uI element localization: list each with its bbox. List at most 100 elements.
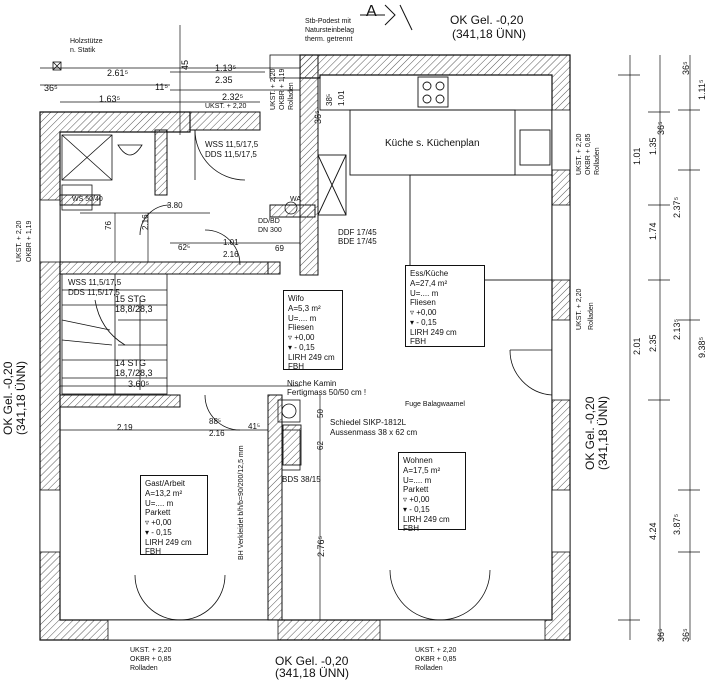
- wa-label: WA: [290, 196, 302, 203]
- dn300-label: DN 300: [258, 227, 282, 234]
- dim-360: 3.60⁵: [128, 379, 150, 389]
- dim-219: 2.19: [117, 423, 133, 432]
- bds-label: BDS 38/15: [282, 475, 321, 484]
- dim-69: 69: [275, 244, 284, 253]
- room-floor: Fliesen: [410, 298, 436, 308]
- schiedel-label-2: Aussenmass 38 x 62 cm: [330, 428, 418, 437]
- dim-41: 41⁵: [248, 422, 261, 431]
- ukst-top-r2: OKBR + 1,19: [279, 68, 286, 110]
- window-openings: [39, 54, 571, 641]
- dim-276: 2.76⁵: [316, 535, 326, 557]
- room-area: A=5,3 m²: [288, 303, 321, 313]
- r-dim-237: 2.37⁵: [672, 196, 682, 218]
- ok-left-2: (341,18 ÜNN): [14, 360, 28, 435]
- dim-216a: 2.16: [141, 214, 150, 230]
- ok-right-2: (341,18 ÜNN): [596, 395, 610, 470]
- dim-62: 62⁵: [178, 243, 191, 252]
- podest-label-2: Natursteinbelag: [305, 27, 355, 34]
- wss-label-2: WSS 11,5/17,5: [68, 278, 122, 287]
- stg15-label: 15 STG: [115, 294, 147, 304]
- dim-88: 88⁵: [209, 417, 222, 426]
- r-dim-213: 2.13⁵: [672, 318, 682, 340]
- stg14-label: 14 STG: [115, 358, 147, 368]
- dds-label-1: DDS 11,5/17,5: [205, 150, 257, 159]
- dim-76: 76: [104, 221, 113, 230]
- room-area: A=27,4 m²: [410, 278, 448, 288]
- room-area: A=13,2 m²: [145, 488, 183, 498]
- room-stamp-wohnen: Wohnen A=17,5 m² U=.... m Parkett ▿ +0,0…: [398, 452, 466, 533]
- dds-label-2: DDS 11,5/17,5: [68, 288, 120, 297]
- dim-62b: 62: [316, 441, 325, 450]
- room-perimeter: U=.... m: [145, 498, 174, 508]
- okbr-bottom-right: OKBR + 0,85: [415, 656, 457, 663]
- dim-261: 2.61⁵: [107, 68, 129, 78]
- stg15-dim-label: 18,8/28,3: [115, 304, 153, 314]
- roll-bottom-left: Rolladen: [130, 665, 158, 672]
- dim-101: 1.01: [223, 238, 239, 247]
- room-name: Wohnen: [403, 456, 433, 465]
- holzstuetze-label: Holzstütze: [70, 38, 103, 45]
- r-dim-36b: 36⁵: [656, 121, 666, 135]
- room-level-top: ▿ +0,00: [410, 308, 437, 317]
- nische-label-1: Nische Kamin: [287, 379, 337, 388]
- dim-113: 1.13⁵: [215, 63, 237, 73]
- ukst-bottom-right: UKST. + 2,20: [415, 647, 457, 654]
- room-perimeter: U=.... m: [288, 313, 317, 323]
- room-stamp-ess-kueche: Ess/Küche A=27,4 m² U=.... m Fliesen ▿ +…: [405, 265, 485, 347]
- ukst-right1: UKST. + 2,20: [576, 133, 583, 175]
- room-stamp-gast-arbeit: Gast/Arbeit A=13,2 m² U=.... m Parkett ▿…: [140, 475, 208, 557]
- dim-380: 3.80: [167, 201, 183, 210]
- kueche-plan-label: Küche s. Küchenplan: [385, 138, 480, 149]
- wss-label-1: WSS 11,5/17,5: [205, 140, 259, 149]
- room-stamp-wifo: Wifo A=5,3 m² U=.... m Fliesen ▿ +0,00 ▾…: [283, 290, 343, 372]
- r-dim-174: 1.74: [648, 222, 658, 240]
- room-heating: FBH: [145, 547, 161, 557]
- bde-label: BDE 17/45: [338, 237, 377, 246]
- ukst-left-label: UKST. + 2,20: [16, 220, 23, 262]
- room-perimeter: U=.... m: [410, 288, 439, 298]
- ws-left-label: WS 50/40: [72, 196, 103, 203]
- room-level-top: ▿ +0,00: [403, 495, 430, 504]
- stg14-dim-label: 18,7/28,3: [115, 368, 153, 378]
- nische-label-2: Fertigmass 50/50 cm !: [287, 388, 367, 397]
- r-dim-36-top: 36⁵: [681, 61, 691, 75]
- bh-verkleidet-label: BH Verkleidet b/h/b=90/200/12,5 mm: [238, 445, 245, 560]
- dim-36-left: 36⁵: [44, 83, 58, 93]
- dim-216c: 2.16: [209, 429, 225, 438]
- room-level-top: ▿ +0,00: [288, 333, 315, 342]
- interior-walls: [59, 54, 319, 621]
- okbr-bottom-left: OKBR + 0,85: [130, 656, 172, 663]
- ukst-top-r1: UKST. + 2,20: [270, 68, 277, 110]
- schiedel-label-1: Schiedel SIKP-1812L: [330, 418, 407, 427]
- r-dim-36d: 36⁵: [681, 628, 691, 642]
- dd-bd-label: DD/BD: [258, 218, 280, 225]
- room-level-top: ▿ +0,00: [145, 518, 172, 527]
- room-height: LIRH 249 cm: [288, 352, 335, 362]
- statik-label: n. Statik: [70, 47, 96, 54]
- room-level-bottom: ▾ - 0,15: [403, 504, 430, 514]
- dim-38: 38⁵: [325, 93, 334, 106]
- r-dim-424: 4.24: [648, 522, 658, 540]
- room-floor: Fliesen: [288, 323, 314, 333]
- dim-216b: 2.16: [223, 250, 239, 259]
- ok-top-2: (341,18 ÜNN): [452, 27, 527, 41]
- r-dim-135: 1.35: [648, 137, 658, 155]
- r-dim-387: 3.87⁵: [672, 513, 682, 535]
- r-dim-111: 1.11⁵: [697, 79, 707, 100]
- room-height: LIRH 249 cm: [403, 514, 450, 524]
- kitchen-counters: [317, 74, 553, 281]
- chimney: [282, 424, 302, 466]
- bathroom-fixtures: [61, 134, 301, 471]
- room-level-bottom: ▾ - 0,15: [145, 527, 172, 537]
- podest-label-3: therm. getrennt: [305, 36, 353, 43]
- room-area: A=17,5 m²: [403, 465, 441, 475]
- dim-45: 45: [180, 59, 190, 70]
- room-heating: FBH: [288, 362, 304, 372]
- room-perimeter: U=.... m: [403, 475, 432, 485]
- dim-232: 2.32⁵: [222, 92, 244, 102]
- dim-36-right: 36⁵: [313, 110, 323, 124]
- okbr-right1: OKBR + 0,85: [585, 133, 592, 175]
- room-floor: Parkett: [145, 508, 171, 518]
- fuge-label: Fuge Balagwaamel: [405, 401, 465, 408]
